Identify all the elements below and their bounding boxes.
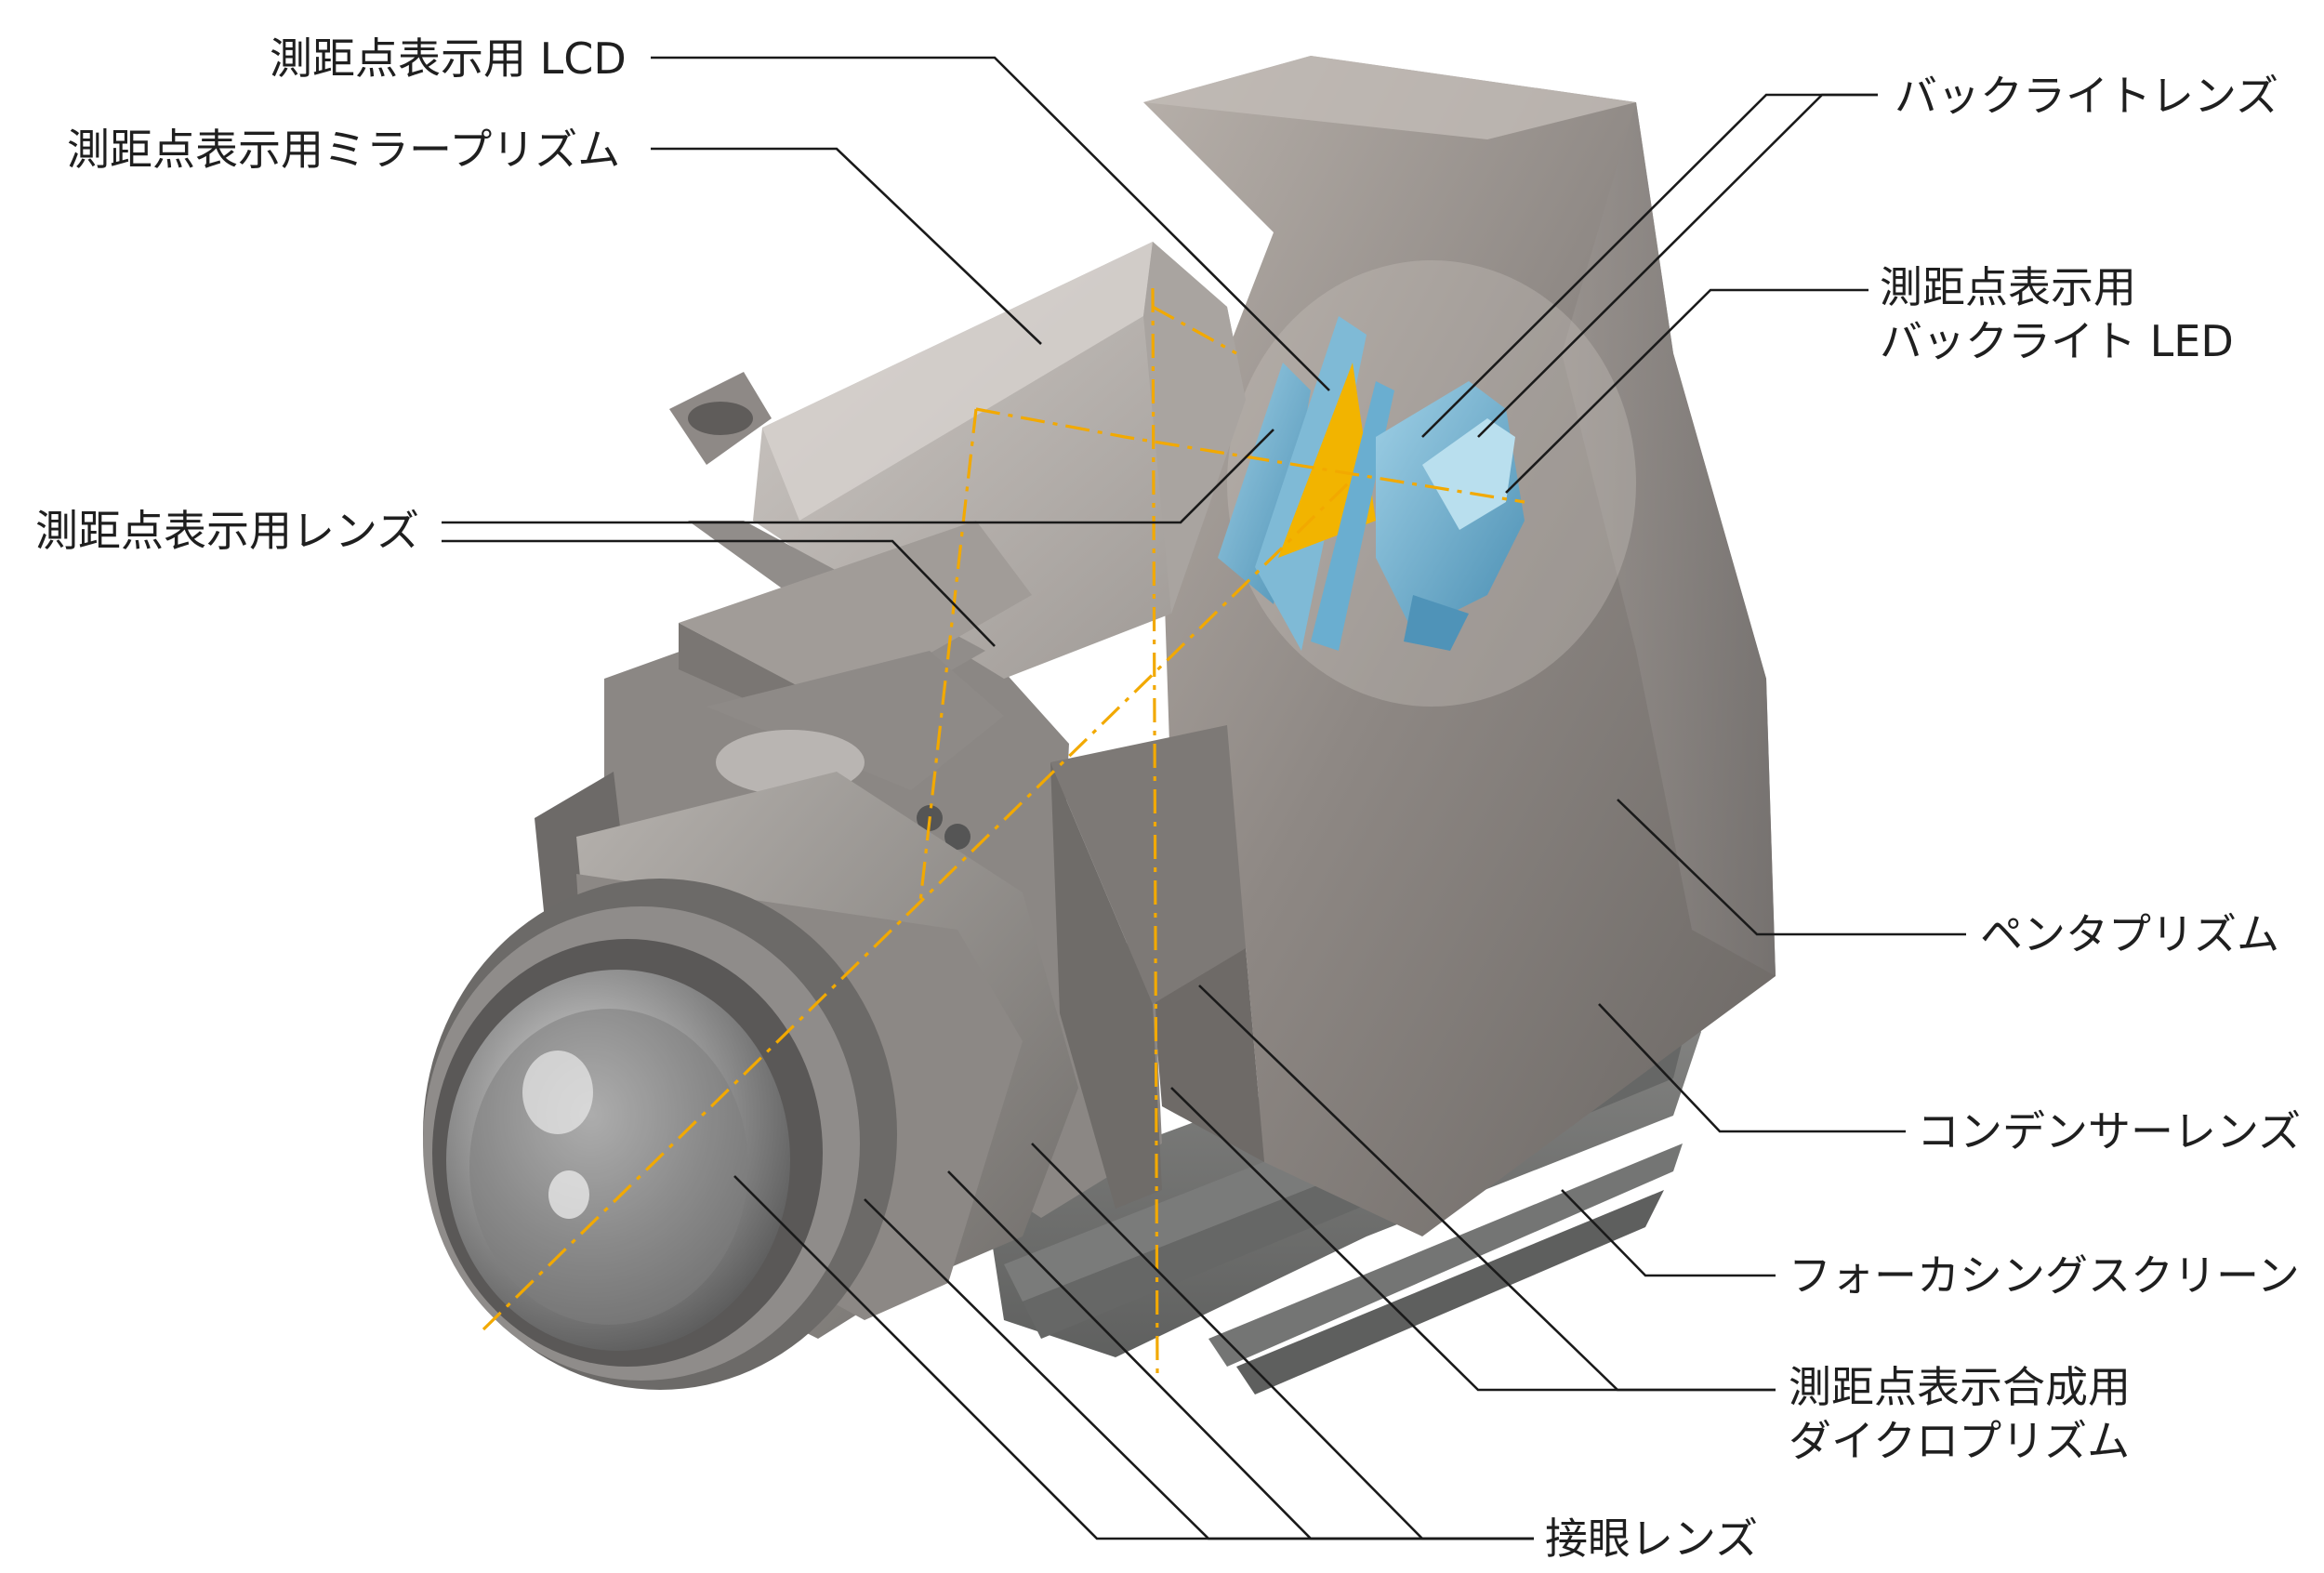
lcd-backlight-assembly — [1218, 316, 1525, 651]
label-lcd: 測距点表示用 LCD — [270, 33, 627, 84]
label-backlight-led: 測距点表示用 バックライト LED — [1880, 260, 2234, 368]
label-dichroic-prism: 測距点表示合成用 ダイクロプリズム — [1789, 1360, 2131, 1468]
mirror-prism-assembly — [669, 242, 1246, 850]
label-backlight-lens: バックライトレンズ — [1895, 71, 2279, 121]
label-dichroic-line1: 測距点表示合成用 — [1789, 1362, 2131, 1412]
label-dichroic-line2: ダイクロプリズム — [1789, 1416, 2131, 1466]
label-mirror-prism: 測距点表示用ミラープリズム — [67, 125, 621, 175]
label-af-lens: 測距点表示用レンズ — [35, 506, 420, 556]
label-backlight-led-line1: 測距点表示用 — [1880, 262, 2136, 312]
label-eyepiece: 接眼レンズ — [1545, 1514, 1759, 1564]
label-pentaprism: ペンタプリズム — [1980, 909, 2279, 959]
label-focusing-screen: フォーカシングスクリーン — [1789, 1250, 2300, 1301]
optical-axis — [482, 287, 1525, 1377]
label-condenser: コンデンサーレンズ — [1917, 1106, 2302, 1157]
eyepiece-assembly — [423, 772, 1078, 1390]
label-backlight-led-line2: バックライト LED — [1880, 316, 2234, 366]
leader-lines — [442, 56, 1966, 1540]
